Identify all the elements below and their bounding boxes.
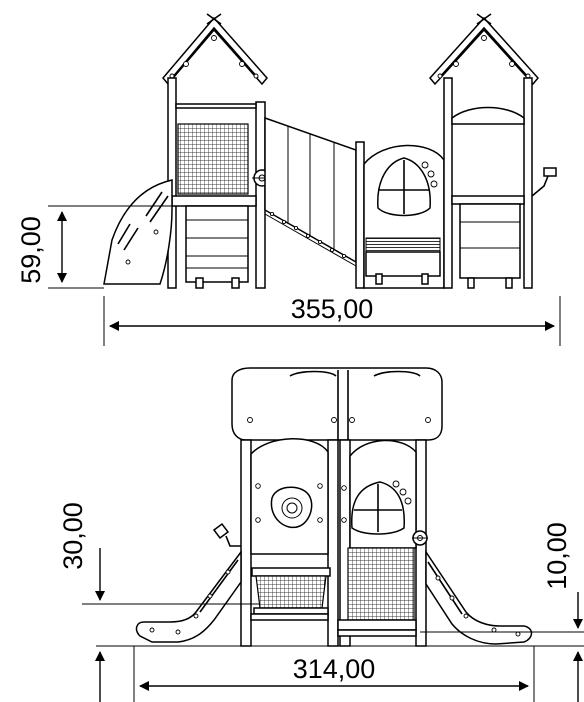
- front-right-slide: [425, 549, 533, 645]
- window-panel: [363, 144, 445, 289]
- front-steering-wheel-icon: [412, 530, 428, 546]
- dimension-label-314: 314,00: [293, 654, 376, 684]
- front-left-panel: [250, 438, 329, 555]
- front-decks: [250, 613, 417, 637]
- front-elevation-view: 30,00 10,00 314,00: [58, 367, 584, 702]
- periscope-icon: [531, 167, 557, 197]
- left-mesh-panel: [177, 123, 249, 195]
- front-window-panel: [341, 439, 417, 549]
- front-roof: [231, 367, 443, 441]
- front-mesh-panel: [347, 547, 415, 621]
- climbing-net: [251, 567, 331, 615]
- front-periscope-icon: [212, 522, 241, 547]
- front-left-slide: [135, 549, 242, 643]
- middle-post: [355, 141, 365, 289]
- dimension-height-right: 10,00: [420, 522, 584, 702]
- wave-slide: [103, 179, 173, 285]
- left-deck: [171, 195, 257, 289]
- dimension-label-59: 59,00: [16, 216, 46, 284]
- dimension-width-side: 355,00: [103, 294, 561, 346]
- dimension-height-left: 30,00: [58, 502, 260, 702]
- left-tower-roof: [162, 13, 268, 86]
- dimension-label-355: 355,00: [291, 294, 374, 324]
- dimension-width-front: 314,00: [133, 646, 535, 702]
- dimension-label-30: 30,00: [58, 502, 88, 570]
- side-elevation-view: 59,00 355,00: [16, 13, 561, 346]
- dimension-label-10: 10,00: [542, 522, 572, 590]
- dimension-height-side: 59,00: [16, 205, 172, 289]
- right-tower-roof: [429, 13, 539, 86]
- rope-bridge: [264, 116, 357, 267]
- right-tower-frame: [443, 77, 533, 289]
